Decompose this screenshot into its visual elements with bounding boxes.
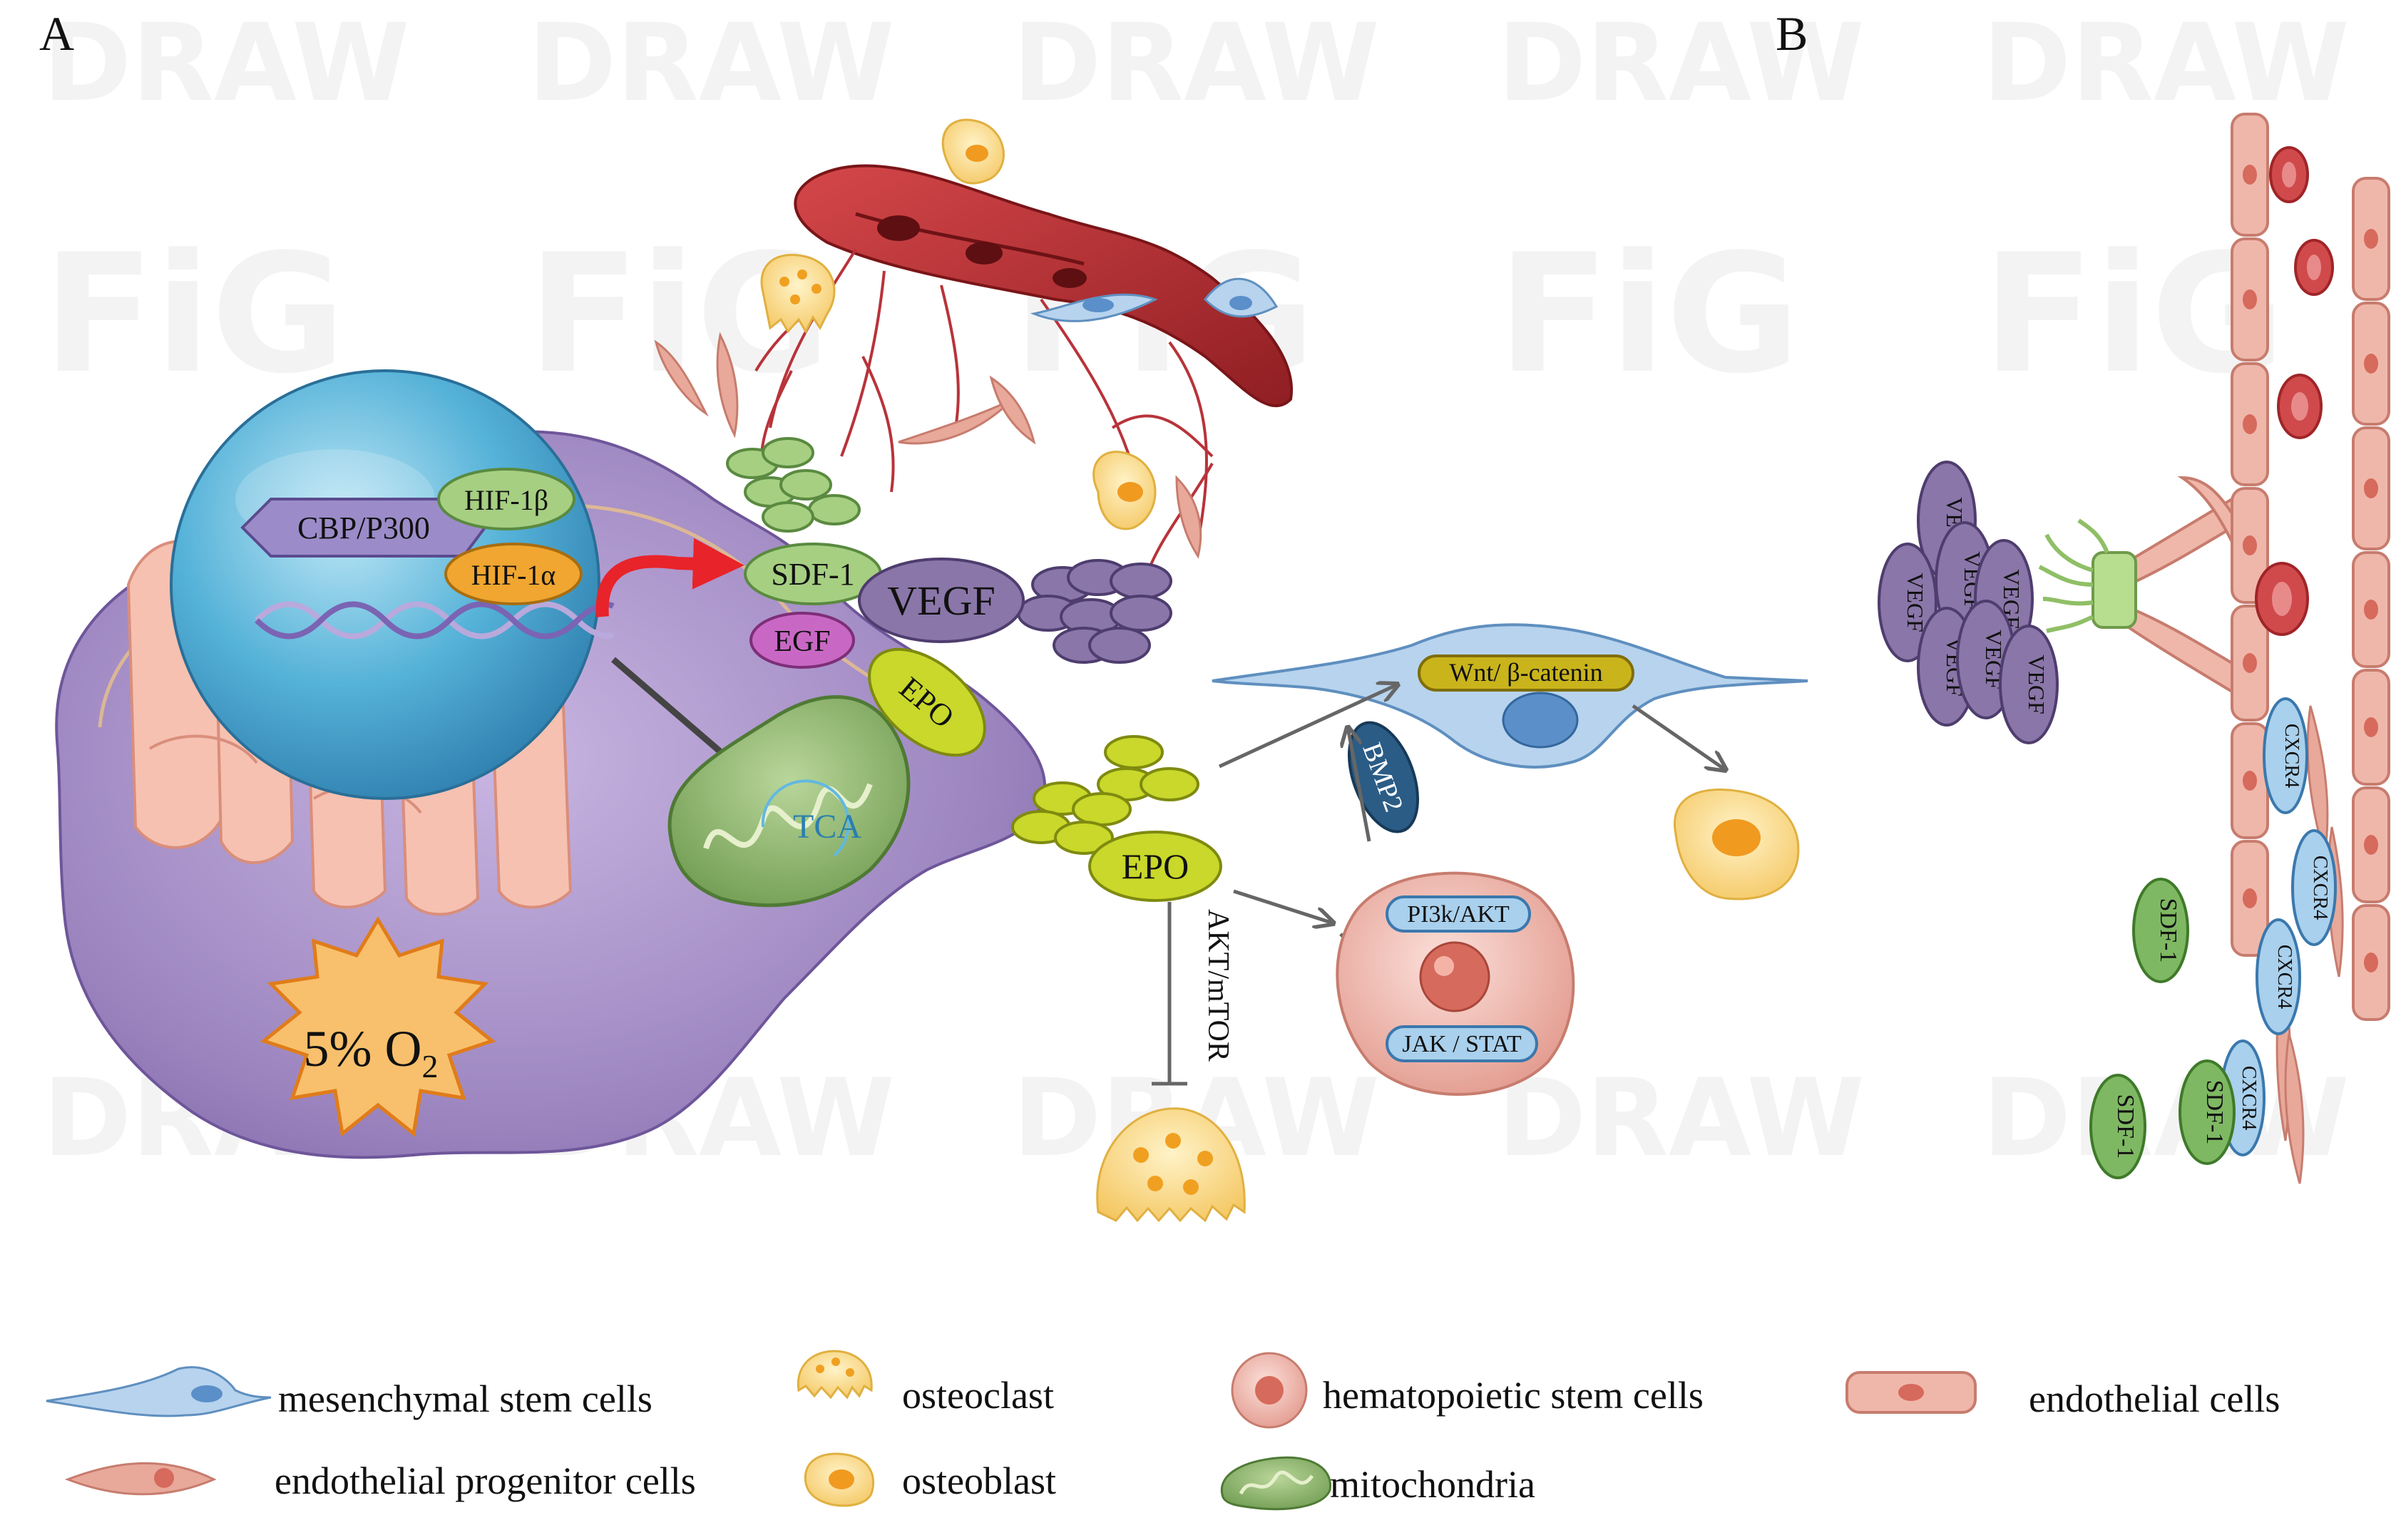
hif-1-beta: HIF-1β: [437, 468, 575, 530]
svg-text:DRAW: DRAW: [1982, 1, 2350, 125]
legend-msc: mesenchymal stem cells: [46, 1366, 652, 1420]
svg-text:VEGF: VEGF: [1903, 573, 1928, 632]
svg-text:CXCR4: CXCR4: [2280, 724, 2303, 788]
svg-text:EPO: EPO: [1122, 846, 1189, 886]
svg-text:HIF-1α: HIF-1α: [471, 559, 556, 591]
osteoclast-bottom: [1096, 1107, 1246, 1223]
msc-wnt-cell: [1212, 623, 1808, 769]
legend-epc: endothelial progenitor cells: [64, 1459, 696, 1502]
svg-text:mitochondria: mitochondria: [1330, 1463, 1535, 1506]
hif-1-alpha: HIF-1α: [444, 543, 583, 605]
svg-text:VEGF: VEGF: [887, 578, 995, 624]
transcription-arrow: [595, 538, 744, 617]
osteoblast-top: [941, 118, 1005, 185]
svg-text:DRAW: DRAW: [1498, 1057, 1865, 1181]
svg-text:SDF-1: SDF-1: [771, 557, 854, 592]
osteoblast-right: [1674, 789, 1800, 900]
svg-text:EGF: EGF: [774, 625, 830, 658]
vessel-column-right: [2352, 177, 2390, 1021]
red-blood-cells: [2255, 146, 2334, 636]
svg-text:JAK / STAT: JAK / STAT: [1402, 1031, 1522, 1057]
svg-text:FiG: FiG: [1498, 220, 1801, 410]
dna-helix: [255, 601, 615, 640]
svg-text:CXCR4: CXCR4: [2273, 945, 2295, 1009]
wnt-beta-catenin: Wnt/ β-catenin: [1418, 654, 1634, 692]
epo: EPO: [1088, 831, 1222, 902]
tca-label: TCA: [793, 808, 861, 846]
sprout-branch: [2123, 476, 2233, 694]
svg-text:CXCR4: CXCR4: [2309, 856, 2331, 920]
svg-text:mesenchymal stem cells: mesenchymal stem cells: [278, 1377, 652, 1420]
legend-osteoblast: osteoblast: [804, 1452, 1056, 1507]
sdf-1: SDF-1: [744, 543, 882, 605]
svg-text:osteoclast: osteoclast: [902, 1374, 1054, 1417]
vegf-cluster: [1017, 559, 1172, 664]
svg-text:DRAW: DRAW: [43, 1, 410, 125]
bmp2: BMP2: [1347, 721, 1420, 833]
msc-on-vessel: [1030, 277, 1279, 322]
akt-mtor-label: AKT/mTOR: [1202, 909, 1234, 1062]
pi3k-akt: PI3k/AKT: [1386, 895, 1531, 933]
legend-mito: mitochondria: [1220, 1456, 1535, 1511]
oxygen-burst: 5% O2: [260, 916, 496, 1137]
epo-in-cell: EPO: [868, 647, 986, 757]
svg-text:SDF-1: SDF-1: [2112, 1094, 2139, 1159]
svg-text:osteoblast: osteoblast: [902, 1459, 1056, 1502]
sdf-1-panel-b: SDF-1 SDF-1 SDF-1: [2089, 878, 2236, 1179]
svg-text:CBP/P300: CBP/P300: [297, 510, 430, 545]
vegf-cluster-panel-b: VEG VEGF VEGF VEGF VEGF VEGF VEGF: [1878, 461, 2059, 744]
legend: mesenchymal stem cells osteoclast hemato…: [46, 1350, 2280, 1511]
svg-text:5% O2: 5% O2: [304, 1020, 439, 1084]
svg-text:SDF-1: SDF-1: [2155, 898, 2181, 963]
epc-group: [654, 332, 1202, 559]
legend-osteoclast: osteoclast: [797, 1350, 1054, 1417]
svg-text:VEGF: VEGF: [2024, 654, 2049, 714]
osteoclast-near-vessel: [760, 253, 836, 334]
svg-text:DRAW: DRAW: [1013, 1, 1380, 125]
cbp-p300: CBP/P300: [240, 498, 487, 558]
svg-text:endothelial progenitor cells: endothelial progenitor cells: [275, 1459, 696, 1502]
svg-text:hematopoietic stem cells: hematopoietic stem cells: [1323, 1374, 1704, 1417]
legend-endothelial: endothelial cells: [1845, 1371, 2280, 1420]
tip-cell: [2038, 518, 2137, 633]
osteoblast-mid: [1092, 451, 1157, 530]
jak-stat: JAK / STAT: [1386, 1025, 1538, 1062]
legend-hsc: hematopoietic stem cells: [1231, 1352, 1704, 1429]
vessel-column-left: [2231, 113, 2269, 957]
svg-text:SDF-1: SDF-1: [2201, 1080, 2228, 1145]
sdf-1-cluster: [726, 437, 861, 533]
panel-label-b: B: [1776, 6, 1808, 61]
vegf: VEGF: [858, 558, 1025, 643]
svg-text:HIF-1β: HIF-1β: [464, 484, 548, 516]
svg-text:FiG: FiG: [43, 220, 346, 410]
egf: EGF: [749, 612, 855, 669]
svg-text:endothelial cells: endothelial cells: [2029, 1377, 2280, 1420]
cxcr4-receptors: CXCR4 CXCR4 CXCR4 CXCR4: [2220, 697, 2337, 1156]
svg-text:CXCR4: CXCR4: [2238, 1066, 2260, 1130]
svg-text:DRAW: DRAW: [1498, 1, 1865, 125]
akt-mtor-inhibition: [1152, 902, 1187, 1086]
svg-text:PI3k/AKT: PI3k/AKT: [1407, 901, 1510, 928]
mitochondrion: TCA: [667, 695, 911, 908]
svg-text:DRAW: DRAW: [528, 1, 895, 125]
svg-text:Wnt/ β-catenin: Wnt/ β-catenin: [1449, 658, 1602, 687]
blood-vessel: [754, 164, 1294, 592]
endothelial-nuclei: [2243, 165, 2378, 972]
panel-label-a: A: [39, 6, 74, 61]
epo-cluster: [1011, 735, 1199, 855]
